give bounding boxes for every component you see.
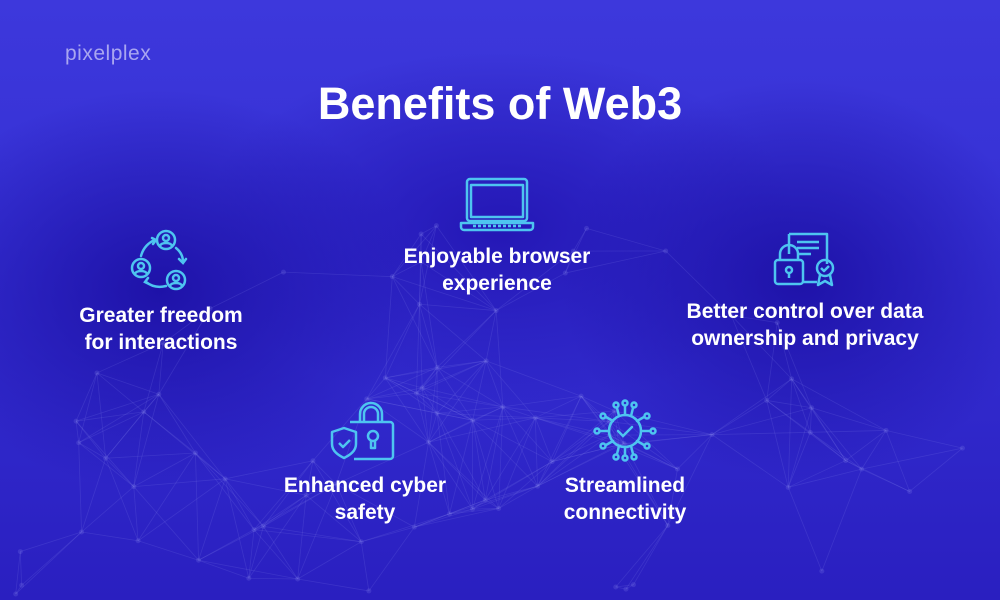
benefit-enjoyable-browser: Enjoyable browser experience xyxy=(347,175,647,297)
benefit-better-control: Better control over data ownership and p… xyxy=(655,226,955,352)
benefit-label-line2: safety xyxy=(334,501,396,524)
benefit-label-line1: Enhanced cyber xyxy=(283,474,447,497)
benefit-streamlined-connectivity: Streamlined connectivity xyxy=(475,398,775,526)
locked-document-certificate-icon xyxy=(773,232,835,287)
pixelplex-logo: pixelplex xyxy=(65,42,152,65)
user-cycle-icon xyxy=(130,229,188,291)
benefit-label-line2: ownership and privacy xyxy=(691,327,919,350)
benefit-label-line2: for interactions xyxy=(84,331,238,354)
benefit-label-line1: Better control over data xyxy=(686,300,924,323)
benefit-label-line2: connectivity xyxy=(563,501,687,524)
benefit-label-line1: Streamlined xyxy=(564,474,686,497)
benefit-label-line1: Greater freedom xyxy=(79,304,243,327)
laptop-icon xyxy=(459,177,535,232)
chip-check-icon xyxy=(593,399,657,462)
benefit-enhanced-safety: Enhanced cyber safety xyxy=(215,398,515,526)
page-title: Benefits of Web3 xyxy=(317,78,683,129)
benefit-label-line2: experience xyxy=(442,272,552,295)
benefit-label-line1: Enjoyable browser xyxy=(403,245,591,268)
benefit-greater-freedom: Greater freedom for interactions xyxy=(11,228,311,356)
shield-lock-icon xyxy=(330,401,395,461)
